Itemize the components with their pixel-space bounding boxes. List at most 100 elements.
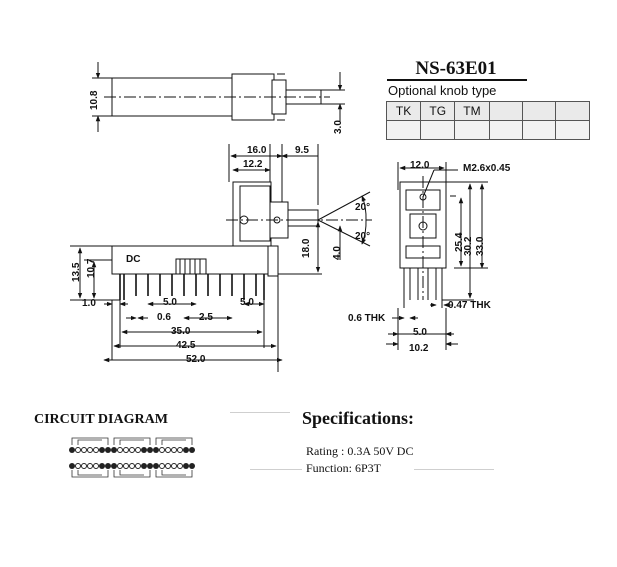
contact-dot — [69, 447, 75, 453]
dim-52: 52.0 — [186, 354, 206, 365]
contact-dot — [105, 447, 111, 453]
dim-13-5: 13.5 — [71, 262, 82, 282]
contact-dot — [147, 447, 153, 453]
contact-dot — [153, 463, 159, 469]
end-view-drawing — [386, 162, 488, 350]
contact-dot — [93, 463, 99, 469]
contact-dot — [129, 463, 135, 469]
dim-side-height: 10.8 — [89, 90, 100, 110]
knob-caption: Optional knob type — [388, 83, 497, 98]
dim-33: 33.0 — [475, 236, 486, 256]
knob-image-cell — [420, 120, 456, 140]
contact-dot — [99, 463, 105, 469]
dim-shaft-dia: 3.0 — [333, 120, 344, 134]
contact-dot — [81, 463, 87, 469]
dim-angle-down: 20° — [355, 231, 371, 242]
contact-dot — [159, 447, 165, 453]
knob-type-cell: TG — [420, 101, 456, 121]
contact-dot — [123, 447, 129, 453]
knob-type-row: TK TG TM — [385, 101, 590, 121]
knob-type-cell — [555, 101, 590, 121]
divider — [250, 469, 302, 470]
contact-dot — [189, 463, 195, 469]
dim-0-6-thk: 0.6 THK — [348, 313, 386, 324]
contact-dot — [177, 447, 183, 453]
contact-dot — [159, 463, 165, 469]
dim-2-5: 2.5 — [199, 312, 213, 323]
spec-rating: Rating : 0.3A 50V DC — [306, 444, 414, 458]
divider — [230, 412, 290, 413]
contact-dot — [135, 447, 141, 453]
dc-label: DC — [126, 254, 141, 265]
dim-9-5: 9.5 — [295, 145, 309, 156]
dim-16: 16.0 — [247, 145, 267, 156]
contact-dot — [141, 463, 147, 469]
dim-0-6: 0.6 — [157, 312, 171, 323]
contact-dot — [93, 447, 99, 453]
spec-function: Function: 6P3T — [306, 461, 382, 475]
contact-dot — [135, 463, 141, 469]
contact-dot — [123, 463, 129, 469]
dim-12: 12.0 — [410, 160, 430, 171]
contact-dot — [165, 463, 171, 469]
dim-5-right: 5.0 — [240, 297, 254, 308]
contact-dot — [147, 463, 153, 469]
knob-type-cell: TK — [385, 101, 422, 121]
dim-angle-up: 20° — [355, 202, 371, 213]
knob-image-cell — [522, 120, 557, 140]
knob-image-cell — [454, 120, 490, 140]
dim-1: 1.0 — [82, 298, 96, 309]
knob-image-cell — [555, 120, 590, 140]
contact-dot — [117, 463, 123, 469]
knob-type-cell — [522, 101, 557, 121]
dim-m2-6: M2.6x0.45 — [463, 163, 511, 174]
contact-dot — [183, 447, 189, 453]
dim-12-2: 12.2 — [243, 159, 263, 170]
dim-35: 35.0 — [171, 326, 191, 337]
contact-dot — [69, 463, 75, 469]
contact-dot — [183, 463, 189, 469]
dim-18: 18.0 — [301, 238, 312, 258]
contact-dot — [99, 447, 105, 453]
contact-dot — [153, 447, 159, 453]
dim-30-2: 30.2 — [463, 236, 474, 256]
title-underline — [387, 79, 527, 81]
contact-dot — [87, 447, 93, 453]
dim-10-7: 10.7 — [86, 258, 97, 278]
knob-type-table: TK TG TM — [385, 101, 590, 140]
dim-42-5: 42.5 — [176, 340, 196, 351]
contact-dot — [171, 463, 177, 469]
circuit-diagram-title: CIRCUIT DIAGRAM — [34, 412, 168, 427]
contact-dot — [111, 463, 117, 469]
contact-dot — [75, 447, 81, 453]
contact-dot — [105, 463, 111, 469]
dim-4: 4.0 — [332, 246, 343, 260]
dim-5: 5.0 — [163, 297, 177, 308]
contact-dot — [171, 447, 177, 453]
contact-dot — [129, 447, 135, 453]
dim-5-end: 5.0 — [413, 327, 427, 338]
contact-dot — [87, 463, 93, 469]
contact-dot — [165, 447, 171, 453]
dim-10-2: 10.2 — [409, 343, 429, 354]
knob-type-cell — [488, 101, 524, 121]
knob-image-cell — [488, 120, 524, 140]
knob-type-cell: TM — [454, 101, 490, 121]
knob-image-cell — [385, 120, 422, 140]
contact-dot — [75, 463, 81, 469]
dim-0-47-thk: 0.47 THK — [448, 300, 491, 311]
specifications-title: Specifications: — [302, 408, 414, 428]
contact-dot — [177, 463, 183, 469]
contact-dot — [81, 447, 87, 453]
contact-dot — [189, 447, 195, 453]
divider — [414, 469, 494, 470]
side-view-drawing — [92, 62, 345, 132]
contact-dot — [111, 447, 117, 453]
part-number: NS-63E01 — [415, 58, 497, 79]
knob-image-row — [385, 120, 590, 140]
front-view-drawing — [70, 144, 372, 372]
contact-dot — [117, 447, 123, 453]
circuit-diagram-lines — [71, 437, 193, 478]
